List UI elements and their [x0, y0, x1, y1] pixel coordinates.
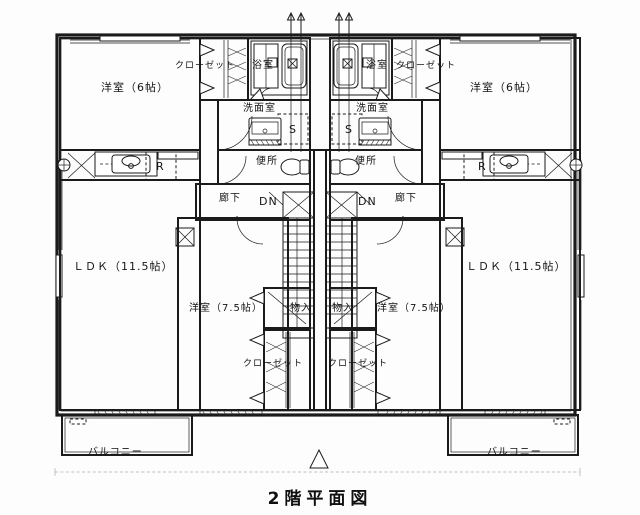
room-hall-left: [195, 183, 311, 221]
label-balcony-left: バルコニー: [88, 447, 143, 458]
closet-bottom-left: [248, 329, 311, 411]
kitchen-right: [439, 149, 583, 181]
stairwell: [268, 149, 372, 411]
label-dn-right: DN: [358, 195, 377, 208]
label-bath-right: 浴室: [366, 60, 388, 71]
label-bed75-left: 洋室（7.5帖）: [189, 303, 263, 314]
label-bed75-right: 洋室（7.5帖）: [377, 303, 451, 314]
label-closet-top-left: クローゼット: [175, 61, 236, 71]
room-washroom-right: [329, 99, 423, 151]
label-closet-top-right: クローゼット: [396, 61, 457, 71]
label-storage-left: 物入: [290, 303, 312, 314]
label-fridge-right: R: [478, 160, 487, 173]
room-hall-right: [329, 183, 445, 221]
label-storage-right: 物入: [332, 303, 354, 314]
label-dn-left: DN: [259, 195, 278, 208]
room-bath-left: [247, 37, 311, 101]
label-bed6-left: 洋室（6帖）: [101, 81, 169, 94]
label-fridge-left: R: [156, 160, 165, 173]
label-bath-left: 浴室: [252, 60, 274, 71]
stairs-right: [325, 191, 372, 339]
unit-right: [329, 11, 585, 456]
balcony-left: [61, 409, 263, 456]
kitchen-left: [57, 149, 201, 181]
label-washer-left: S: [289, 123, 297, 136]
label-toilet-right: 便所: [355, 156, 377, 167]
label-bed6-right: 洋室（6帖）: [470, 81, 538, 94]
label-closet-bot-left: クローゼット: [243, 359, 304, 369]
north-marker: [309, 448, 329, 469]
label-washroom-right: 洗面室: [356, 103, 389, 114]
label-hall-left: 廊下: [219, 193, 241, 204]
stairs-left: [268, 191, 315, 339]
label-washer-right: S: [345, 123, 353, 136]
balcony-right: [377, 409, 579, 456]
vent-arrows-right: [334, 11, 354, 152]
dimension-line: [54, 468, 581, 476]
closet-bottom-right: [329, 329, 392, 411]
label-ldk-right: ＬＤＫ（11.5帖）: [466, 260, 567, 273]
label-ldk-left: ＬＤＫ（11.5帖）: [73, 260, 174, 273]
label-hall-right: 廊下: [395, 193, 417, 204]
label-closet-bot-right: クローゼット: [328, 359, 389, 369]
vent-arrows-left: [286, 11, 306, 152]
room-bath-right: [329, 37, 393, 101]
label-washroom-left: 洗面室: [243, 103, 276, 114]
label-balcony-right: バルコニー: [487, 447, 542, 458]
page-title: 2階平面図: [267, 489, 373, 509]
unit-left: [55, 11, 311, 456]
label-toilet-left: 便所: [256, 156, 278, 167]
